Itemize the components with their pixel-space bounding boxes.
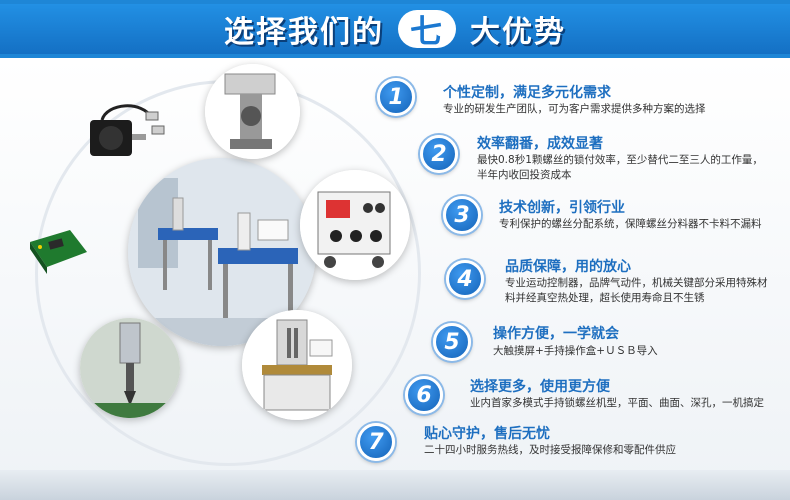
advantage-title-3: 技术创新，引领行业	[499, 200, 625, 216]
advantage-desc-7-line-1: 二十四小时服务热线，及时接受报障保修和零配件供应	[424, 444, 676, 456]
advantage-title-1: 个性定制，满足多元化需求	[443, 85, 611, 101]
title-left: 选择我们的	[224, 15, 384, 50]
advantage-title-5: 操作方便，一学就会	[493, 326, 619, 342]
advantage-title-6: 选择更多，使用更方便	[470, 379, 610, 395]
advantage-desc-2-line-1: 最快0.8秒1颗螺丝的锁付效率，至少替代二至三人的工作量，	[477, 154, 763, 166]
advantage-desc-4-line-2: 料并经真空热处理，超长使用寿命且不生锈	[505, 292, 705, 304]
number-badge-4: 4	[446, 260, 484, 298]
right-photo	[300, 170, 410, 280]
advantage-title-4: 品质保障，用的放心	[505, 259, 631, 275]
lower-left-photo	[80, 318, 180, 418]
title-number-badge: 七	[398, 10, 456, 50]
advantage-desc-1-line-1: 专业的研发生产团队，可为客户需求提供多种方案的选择	[443, 103, 706, 115]
number-badge-1: 1	[377, 78, 415, 116]
servo-motor	[82, 98, 172, 178]
banner-strip	[0, 4, 790, 54]
advantage-title-7: 贴心守护，售后无忧	[424, 426, 550, 442]
advantage-desc-6-line-1: 业内首家多模式手持锁螺丝机型，平面、曲面、深孔，一机搞定	[470, 397, 764, 409]
number-badge-6: 6	[405, 376, 443, 414]
advantage-desc-2-line-2: 半年内收回投资成本	[477, 169, 572, 181]
advantage-desc-4-line-1: 专业运动控制器，品牌气动件，机械关键部分采用特殊材	[505, 277, 768, 289]
controller-board-image	[30, 230, 87, 274]
banner-title: 选择我们的 七 大优势	[0, 6, 790, 52]
screw-feeder-image	[205, 64, 300, 159]
screwdriver-head-image	[80, 318, 180, 418]
advantage-desc-3-line-1: 专利保护的螺丝分配系统，保障螺丝分料器不卡料不漏料	[499, 218, 762, 230]
number-badge-5: 5	[433, 323, 471, 361]
lower-right-photo	[242, 310, 352, 420]
number-badge-7: 7	[357, 423, 395, 461]
top-photo	[205, 64, 300, 159]
servo-motor-image	[90, 104, 165, 156]
title-banner: 选择我们的 七 大优势	[0, 0, 790, 58]
desktop-screw-machine-image	[242, 310, 352, 420]
control-box-image	[300, 170, 410, 280]
title-right: 大优势	[470, 15, 566, 50]
advantage-title-2: 效率翻番，成效显著	[477, 136, 603, 152]
motion-controller-board	[25, 222, 90, 277]
number-badge-2: 2	[420, 135, 458, 173]
advantage-desc-5-line-1: 大触摸屏+手持操作盒+ＵＳＢ导入	[493, 345, 658, 357]
floor-shadow	[0, 470, 790, 500]
number-badge-3: 3	[443, 196, 481, 234]
